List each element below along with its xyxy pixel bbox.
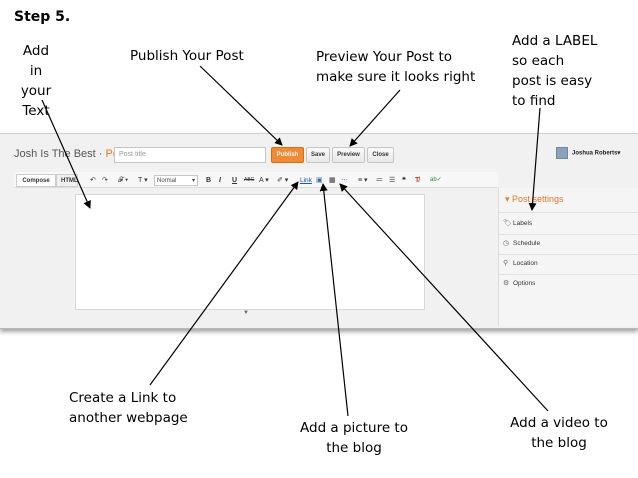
annotation-preview-line: Preview Your Post to [316,49,453,65]
post-settings-sidebar: ▾ Post settings 🏷Labels ◷Schedule ⚲ Locat… [498,188,638,326]
close-button[interactable]: Close [367,147,394,163]
annotation-picture-line: the blog [326,440,382,456]
avatar [556,147,568,159]
sidebar-item-label: Schedule [513,240,541,247]
user-menu[interactable]: Joshua Roberts▾ [556,147,620,161]
annotation-add-text: Add in your Text [16,41,56,121]
annotation-picture: Add a picture to the blog [300,418,408,458]
divider [499,254,638,255]
post-settings-title[interactable]: ▾ Post settings [505,194,564,204]
sidebar-item-labels[interactable]: 🏷Labels [503,218,635,230]
format-select-value: Normal [157,178,177,184]
save-button[interactable]: Save [306,147,330,163]
spellcheck-icon[interactable]: ab✓ [430,177,442,183]
annotation-label-line: post is easy [512,73,593,89]
editor-toolbar: Compose HTML ↶ ↷ 𝓕 ▾ T ▾ Normal ▾ B I U … [14,172,498,188]
annotation-add-text-line: your [20,83,52,99]
annotation-video: Add a video to the blog [509,413,609,453]
italic-icon[interactable]: I [219,177,221,184]
format-select[interactable]: Normal ▾ [154,175,198,186]
strikethrough-icon[interactable]: ABC [244,177,255,183]
divider [499,274,638,275]
tab-compose[interactable]: Compose [16,174,56,187]
underline-icon[interactable]: U [232,177,238,184]
step-title: Step 5. [14,9,71,25]
annotation-add-text-line: Text [22,103,50,119]
annotation-video-line: the blog [531,435,587,451]
bullet-list-icon[interactable]: ☰ [389,177,396,184]
chevron-down-icon: ▾ [191,178,195,184]
image-icon[interactable]: ▣ [316,177,323,184]
align-icon[interactable]: ≡ ▾ [358,177,368,184]
publish-button[interactable]: Publish [271,147,304,163]
clock-icon: ◷ [503,240,510,247]
annotation-label-line: to find [512,93,556,109]
highlight-icon[interactable]: ✐ ▾ [277,177,289,184]
sidebar-item-label: Options [513,280,536,287]
annotation-link: Create a Link to another webpage [69,388,188,428]
sidebar-item-options[interactable]: ⚙Options [503,278,635,290]
redo-icon[interactable]: ↷ [102,177,108,184]
jump-break-icon[interactable]: ⋯ [341,177,348,184]
post-settings-title-text: Post settings [512,194,564,204]
annotation-preview: Preview Your Post to make sure it looks … [316,47,475,87]
annotation-link-line: Create a Link to [69,390,177,406]
gear-icon: ⚙ [503,280,510,287]
location-pin-icon: ⚲ [503,260,509,267]
blog-name[interactable]: Josh Is The Best · Post [14,148,128,160]
annotation-label-line: Add a LABEL [512,33,598,49]
sidebar-item-label: Labels [513,220,533,227]
annotation-publish: Publish Your Post [130,48,244,64]
sidebar-item-label: Location [513,260,538,267]
blog-name-separator: · [95,148,106,160]
user-name: Joshua Roberts▾ [572,150,621,157]
font-size-icon[interactable]: T ▾ [138,177,148,184]
post-title-input[interactable]: Post title [114,147,266,163]
font-family-icon[interactable]: 𝓕 ▾ [118,177,129,184]
annotation-preview-line: make sure it looks right [316,69,476,85]
undo-icon[interactable]: ↶ [90,177,96,184]
numbered-list-icon[interactable]: ≔ [376,177,383,184]
editor-header: Josh Is The Best · Post Post title Publi… [0,134,638,168]
annotation-video-line: Add a video to [510,415,608,431]
tag-icon: 🏷 [503,220,512,227]
text-color-icon[interactable]: A ▾ [259,177,269,184]
annotation-add-text-line: Add in [22,43,50,79]
annotation-label: Add a LABEL so each post is easy to find [512,31,597,111]
link-button[interactable]: Link [300,177,312,184]
bold-icon[interactable]: B [206,177,212,184]
clear-format-icon[interactable]: T̸ [415,177,420,184]
annotation-picture-line: Add a picture to [300,420,408,436]
divider [499,212,638,213]
video-icon[interactable]: ▦ [329,177,336,184]
sidebar-item-schedule[interactable]: ◷Schedule [503,238,635,250]
preview-button[interactable]: Preview [332,147,365,163]
quote-icon[interactable]: ❝ [402,177,406,184]
caret-down-icon: ▼ [243,310,249,316]
blog-name-text: Josh Is The Best [14,148,96,160]
tab-html[interactable]: HTML [56,174,78,187]
annotation-label-line: so each [512,53,565,69]
sidebar-item-location[interactable]: ⚲ Location [503,258,635,270]
post-body-editor[interactable] [75,194,425,310]
blogger-editor-screenshot: Josh Is The Best · Post Post title Publi… [0,133,638,329]
divider [499,234,638,235]
annotation-link-line: another webpage [69,410,188,426]
